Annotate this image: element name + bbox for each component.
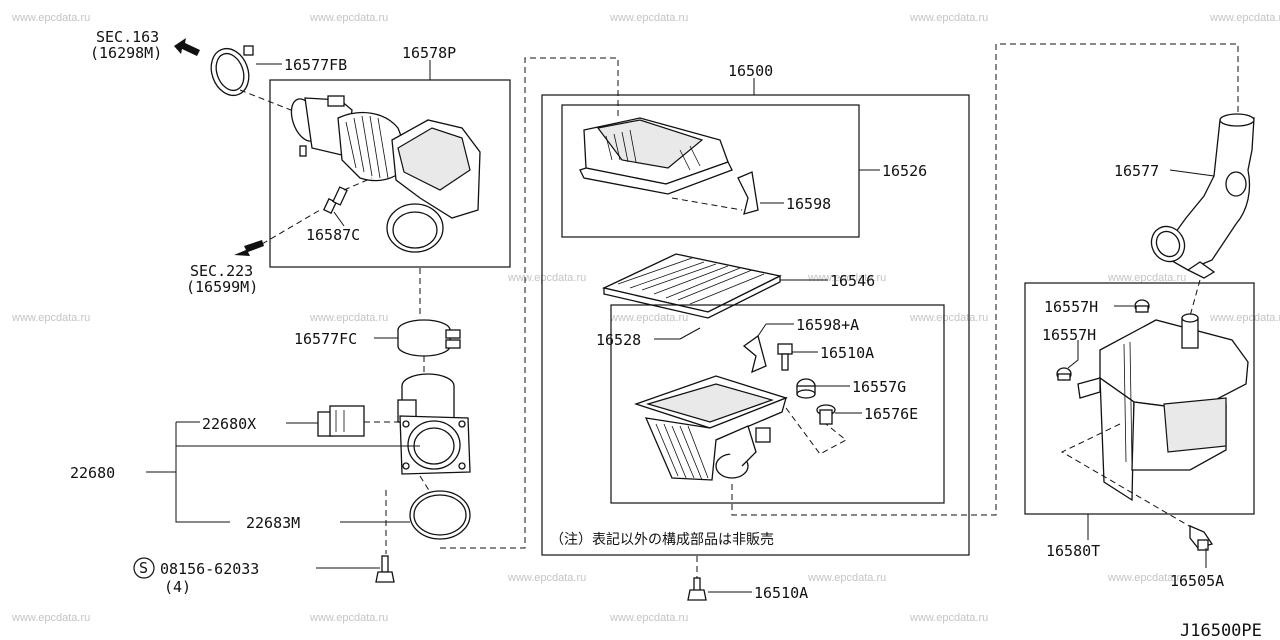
note-text: （注）表記以外の構成部品は非販売 [550, 531, 774, 548]
bolt-08156-62033 [375, 555, 395, 583]
label-16577: 16577 [1114, 162, 1159, 180]
air-cleaner-cover [579, 117, 733, 195]
watermark: www.epcdata.ru [11, 12, 90, 24]
grommet-16557h-b [1056, 367, 1072, 381]
filter-element-16546 [602, 253, 782, 319]
diagram-code: J16500PE [1180, 621, 1262, 640]
watermark: www.epcdata.ru [909, 12, 988, 24]
watermark: www.epcdata.ru [309, 12, 388, 24]
arrow-icon [234, 240, 264, 256]
label-16557h-a: 16557H [1044, 298, 1098, 316]
watermark: www.epcdata.ru [807, 272, 886, 284]
label-16500: 16500 [728, 62, 773, 80]
box-16578p [269, 79, 511, 268]
section-ref-163-code: (16298M) [90, 44, 162, 62]
watermark: www.epcdata.ru [309, 312, 388, 324]
watermark: www.epcdata.ru [309, 612, 388, 624]
watermark: www.epcdata.ru [909, 612, 988, 624]
watermark: www.epcdata.ru [1209, 12, 1280, 24]
box-16528 [610, 304, 945, 504]
connector-16587c [322, 186, 348, 214]
section-ref-223-code: (16599M) [186, 278, 258, 296]
watermark: www.epcdata.ru [609, 312, 688, 324]
label-16578p: 16578P [402, 44, 456, 62]
grommet-16557h-a [1134, 299, 1150, 313]
box-16526 [561, 104, 860, 238]
grommet-16557g [796, 378, 816, 399]
label-16505a: 16505A [1170, 572, 1224, 590]
air-flow-meter-22680 [397, 373, 471, 475]
label-22683m: 22683M [246, 514, 300, 532]
watermark: www.epcdata.ru [1107, 572, 1186, 584]
standard-part-symbol-letter: S [139, 559, 148, 577]
clip-16598 [737, 171, 759, 215]
label-22680x: 22680X [202, 415, 256, 433]
gasket-22683m [409, 490, 471, 540]
watermark: www.epcdata.ru [609, 12, 688, 24]
label-16577fc: 16577FC [294, 330, 357, 348]
bolt-16510a-bottom [687, 577, 707, 601]
air-cleaner-case [633, 375, 788, 481]
watermark-group: www.epcdata.ru www.epcdata.ru www.epcdat… [11, 12, 1280, 624]
arrow-icon [174, 38, 200, 56]
box-16580t [1024, 282, 1255, 515]
watermark: www.epcdata.ru [507, 572, 586, 584]
watermark: www.epcdata.ru [507, 272, 586, 284]
label-16557h-b: 16557H [1042, 326, 1096, 344]
watermark: www.epcdata.ru [909, 312, 988, 324]
intake-duct-hose [290, 95, 481, 253]
watermark: www.epcdata.ru [1107, 272, 1186, 284]
watermark: www.epcdata.ru [11, 312, 90, 324]
label-16526: 16526 [882, 162, 927, 180]
section-ref-163-name: SEC.163 [96, 28, 159, 46]
air-duct-16577 [1150, 113, 1255, 279]
label-16510a-bottom: 16510A [754, 584, 808, 602]
section-ref-223-name: SEC.223 [190, 262, 253, 280]
label-16598: 16598 [786, 195, 831, 213]
watermark: www.epcdata.ru [807, 572, 886, 584]
clip-16598a [742, 334, 767, 374]
label-16546: 16546 [830, 272, 875, 290]
bolt-16505a [1189, 525, 1214, 551]
sensor-22680x [317, 405, 365, 437]
resonator-16580t [1077, 313, 1249, 502]
standard-part-symbol [133, 557, 155, 579]
label-16576e: 16576E [864, 405, 918, 423]
label-16528: 16528 [596, 331, 641, 349]
label-16577fb: 16577FB [284, 56, 347, 74]
label-16598a: 16598+A [796, 316, 859, 334]
clamp-16577fc [397, 319, 461, 357]
watermark: www.epcdata.ru [609, 612, 688, 624]
bolt-16510a-top [777, 343, 793, 371]
label-bolt-qty: (4) [164, 578, 191, 596]
label-16510a-top: 16510A [820, 344, 874, 362]
label-08156-62033: 08156-62033 [160, 560, 259, 578]
watermark: www.epcdata.ru [1209, 312, 1280, 324]
label-22680: 22680 [70, 464, 115, 482]
label-16587c: 16587C [306, 226, 360, 244]
box-16500 [541, 94, 970, 556]
watermark: www.epcdata.ru [11, 612, 90, 624]
collar-16576e [816, 404, 836, 425]
clamp-16577fb [210, 45, 254, 97]
label-16580t: 16580T [1046, 542, 1100, 560]
label-16557g: 16557G [852, 378, 906, 396]
